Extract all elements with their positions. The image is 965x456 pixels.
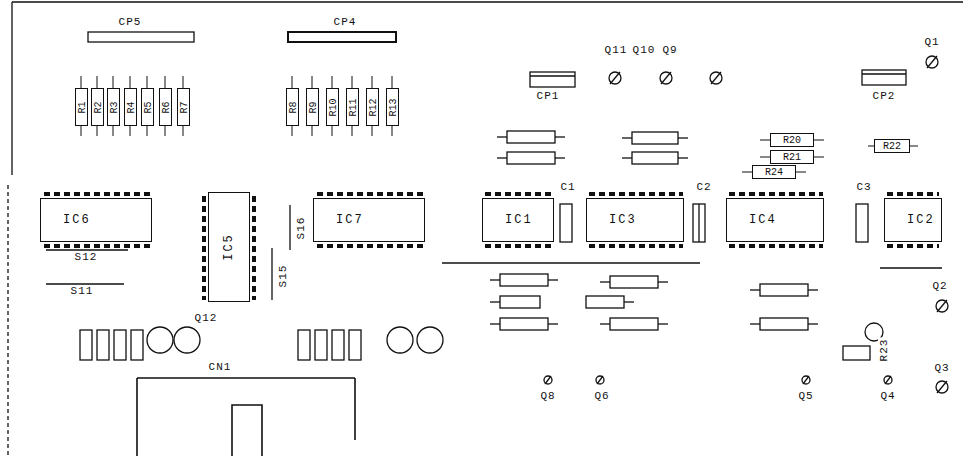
part-label: S12 bbox=[74, 251, 99, 263]
part-label: Q10 bbox=[632, 44, 657, 56]
ic-package: IC7 bbox=[313, 198, 425, 242]
resistor-symbol: R24 bbox=[752, 165, 796, 179]
resistor-symbol: R1 bbox=[75, 88, 88, 126]
part-label: R11 bbox=[347, 98, 358, 116]
capacitor-symbol bbox=[862, 70, 906, 85]
ic-label: IC5 bbox=[222, 233, 236, 261]
part-label: Q11 bbox=[604, 44, 629, 56]
resistor-symbol: R2 bbox=[91, 88, 104, 126]
part-label: C1 bbox=[559, 181, 576, 193]
part-label: R22 bbox=[883, 141, 901, 152]
part-label: R4 bbox=[125, 101, 136, 113]
ic-package: IC2 bbox=[884, 198, 942, 242]
capacitor-symbol bbox=[530, 72, 575, 87]
resistor-symbol: R5 bbox=[141, 88, 154, 126]
ic-label: IC1 bbox=[505, 213, 533, 227]
part-label: R6 bbox=[160, 101, 171, 113]
part-label: S15 bbox=[277, 264, 289, 289]
board-edge bbox=[12, 1, 963, 2]
ic-label: IC7 bbox=[336, 213, 364, 227]
part-label: CP4 bbox=[333, 16, 358, 28]
resistor-symbol: R10 bbox=[326, 88, 339, 126]
resistor-symbol: R11 bbox=[346, 88, 359, 126]
part-label: R1 bbox=[76, 101, 87, 113]
resistor-symbol: R6 bbox=[159, 88, 172, 126]
resistor-symbol: R22 bbox=[874, 139, 910, 153]
part-label: R7 bbox=[178, 101, 189, 113]
part-label: CP1 bbox=[536, 90, 561, 102]
resistor-symbol: R8 bbox=[286, 88, 299, 126]
part-label: Q1 bbox=[923, 36, 940, 48]
resistor-leads bbox=[81, 76, 392, 136]
board-edge bbox=[7, 185, 8, 456]
part-label: Q12 bbox=[194, 312, 219, 324]
part-label: R8 bbox=[287, 101, 298, 113]
board-edge bbox=[11, 2, 12, 175]
resistor-symbol: R4 bbox=[124, 88, 137, 126]
part-label: R13 bbox=[387, 98, 398, 116]
part-label: CP5 bbox=[118, 16, 143, 28]
connector-outline bbox=[137, 378, 355, 456]
ic-package: IC5 bbox=[208, 192, 250, 302]
part-label: Q9 bbox=[661, 44, 678, 56]
part-label: Q5 bbox=[797, 390, 814, 402]
part-label: R2 bbox=[92, 101, 103, 113]
ic-package: IC3 bbox=[586, 198, 684, 242]
part-label: R9 bbox=[307, 101, 318, 113]
part-label: R5 bbox=[142, 101, 153, 113]
part-label: Q6 bbox=[593, 390, 610, 402]
part-label: R10 bbox=[327, 98, 338, 116]
ic-label: IC6 bbox=[63, 213, 91, 227]
ic-pins bbox=[44, 194, 939, 300]
capacitor-symbol bbox=[698, 204, 699, 242]
resistor-symbol: R9 bbox=[306, 88, 319, 126]
part-label: R21 bbox=[783, 152, 801, 163]
capacitor-symbol bbox=[560, 204, 572, 242]
resistor-symbol bbox=[490, 131, 870, 360]
part-label: S11 bbox=[70, 285, 95, 297]
part-label: R12 bbox=[367, 98, 378, 116]
part-label: CN1 bbox=[208, 361, 233, 373]
part-label: R20 bbox=[783, 135, 801, 146]
silkscreen-line bbox=[880, 267, 942, 268]
ic-package: IC1 bbox=[482, 198, 554, 242]
part-label: Q4 bbox=[879, 390, 896, 402]
part-label: C3 bbox=[855, 181, 872, 193]
transistor-symbol bbox=[544, 56, 948, 393]
part-label: C2 bbox=[695, 181, 712, 193]
part-label: R23 bbox=[878, 338, 890, 363]
part-label: S16 bbox=[295, 216, 307, 241]
silkscreen-line bbox=[442, 262, 700, 263]
resistor-symbol: R21 bbox=[770, 150, 814, 164]
silkscreen-line bbox=[289, 205, 290, 250]
ic-label: IC3 bbox=[609, 213, 637, 227]
ic-label: IC4 bbox=[749, 213, 777, 227]
resistor-symbol: R13 bbox=[386, 88, 399, 126]
resistor-symbol: R12 bbox=[366, 88, 379, 126]
resistor-pack bbox=[288, 32, 396, 42]
capacitor-symbol bbox=[80, 327, 443, 360]
part-label: R3 bbox=[108, 101, 119, 113]
resistor-symbol: R20 bbox=[770, 133, 814, 147]
resistor-pack bbox=[88, 32, 194, 42]
part-label: Q2 bbox=[931, 280, 948, 292]
ic-package: IC4 bbox=[726, 198, 824, 242]
silkscreen-line bbox=[271, 248, 272, 300]
part-label: Q3 bbox=[933, 362, 950, 374]
part-label: Q8 bbox=[539, 390, 556, 402]
resistor-symbol: R3 bbox=[107, 88, 120, 126]
ic-package: IC6 bbox=[40, 198, 152, 242]
part-label: R24 bbox=[765, 167, 783, 178]
resistor-symbol: R7 bbox=[177, 88, 190, 126]
capacitor-symbol bbox=[856, 204, 868, 242]
part-label: CP2 bbox=[872, 90, 897, 102]
ic-label: IC2 bbox=[907, 213, 935, 227]
capacitor-symbol bbox=[693, 204, 705, 242]
